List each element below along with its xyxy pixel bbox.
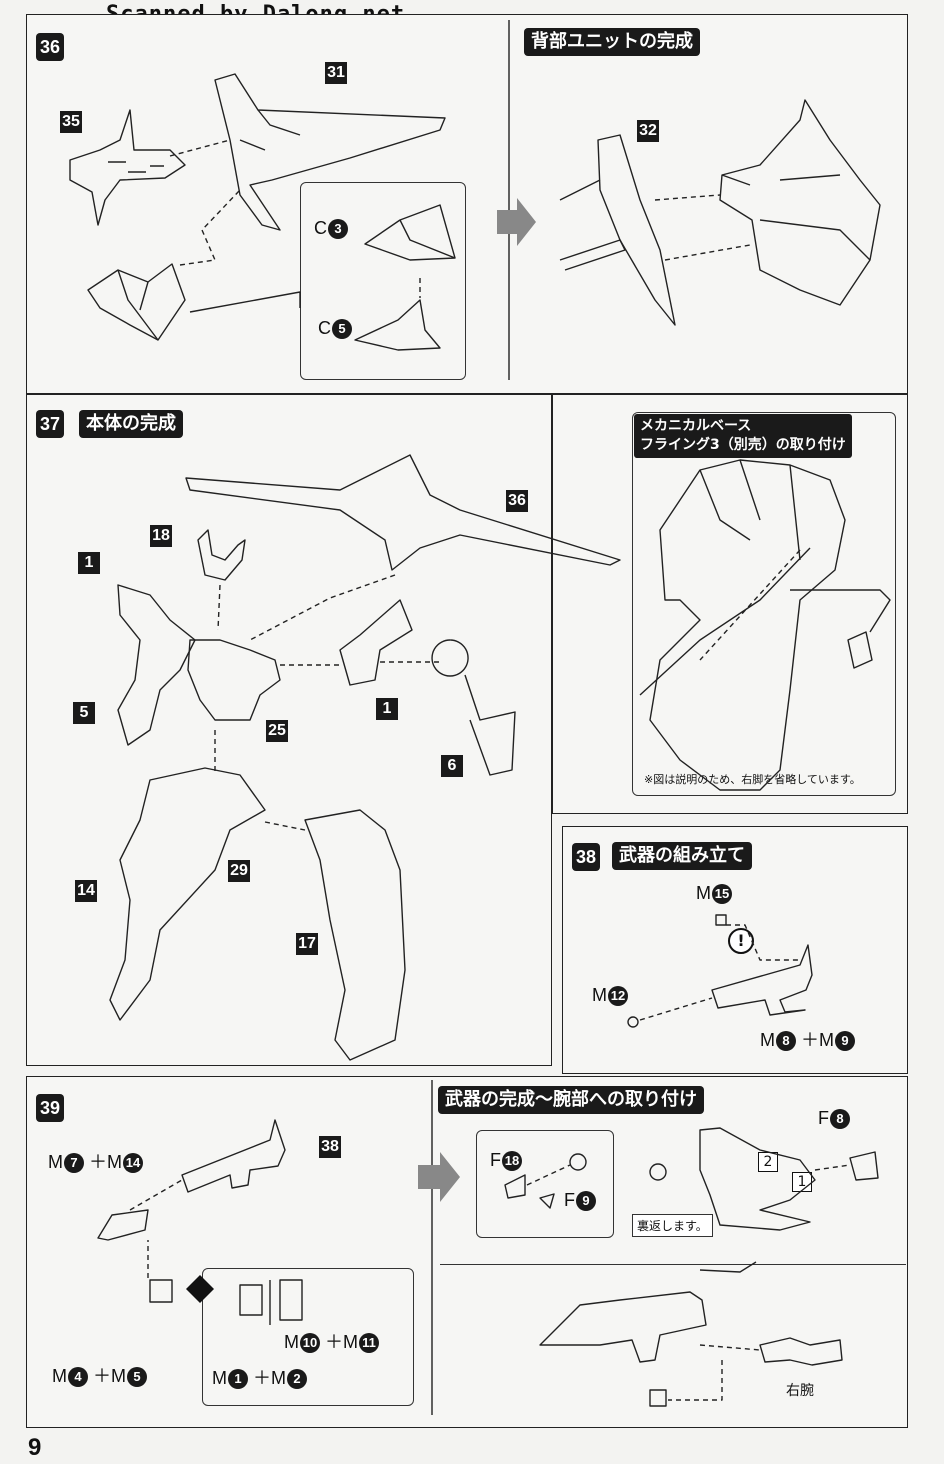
part-label-32: 32	[637, 120, 659, 142]
right-arm-label: 右腕	[786, 1383, 814, 1399]
part-label-14: 14	[75, 880, 97, 902]
part-label-38: 38	[319, 1136, 341, 1158]
part-label-29: 29	[228, 860, 250, 882]
part-label-5: 5	[73, 702, 95, 724]
part-label-18: 18	[150, 525, 172, 547]
step-38-number: 38	[572, 843, 600, 871]
step-37-title: 本体の完成	[79, 410, 183, 438]
step-39-panel	[26, 1076, 908, 1428]
step-39-number: 39	[36, 1094, 64, 1122]
step-37-number: 37	[36, 410, 64, 438]
arm-attach-inset	[440, 1264, 906, 1266]
part-label-17: 17	[296, 933, 318, 955]
part-label-6: 6	[441, 755, 463, 777]
weapon-complete-title: 武器の完成～腕部への取り付け	[438, 1086, 704, 1114]
order-marker-1: 1	[792, 1172, 812, 1192]
part-label-25: 25	[266, 720, 288, 742]
part-label-31: 31	[325, 62, 347, 84]
caution-icon: !	[728, 928, 754, 954]
part-label-35: 35	[60, 111, 82, 133]
alternate-parts-inset	[202, 1268, 414, 1406]
mechanical-base-title-line2: フライング3（別売）の取り付け	[640, 437, 846, 453]
mechanical-base-title-line1: メカニカルベース	[640, 418, 752, 434]
back-unit-title: 背部ユニットの完成	[524, 28, 700, 56]
mechanical-base-inset	[632, 412, 896, 796]
mechanical-base-title: メカニカルベース フライング3（別売）の取り付け	[634, 414, 852, 458]
mechanical-base-note: ※図は説明のため、右脚を省略しています。	[644, 773, 861, 786]
step-37-panel	[26, 394, 552, 1066]
order-marker-2: 2	[758, 1152, 778, 1172]
step-38-title: 武器の組み立て	[612, 842, 752, 870]
c-parts-inset	[300, 182, 466, 380]
step-36-panel	[26, 14, 908, 394]
f-parts-inset	[476, 1130, 614, 1238]
part-label-1-right: 1	[376, 698, 398, 720]
step-36-number: 36	[36, 33, 64, 61]
part-label-1-left: 1	[78, 552, 100, 574]
page-number: 9	[28, 1434, 42, 1461]
part-label-36: 36	[506, 490, 528, 512]
flip-note-box: 裏返します。	[632, 1214, 713, 1237]
